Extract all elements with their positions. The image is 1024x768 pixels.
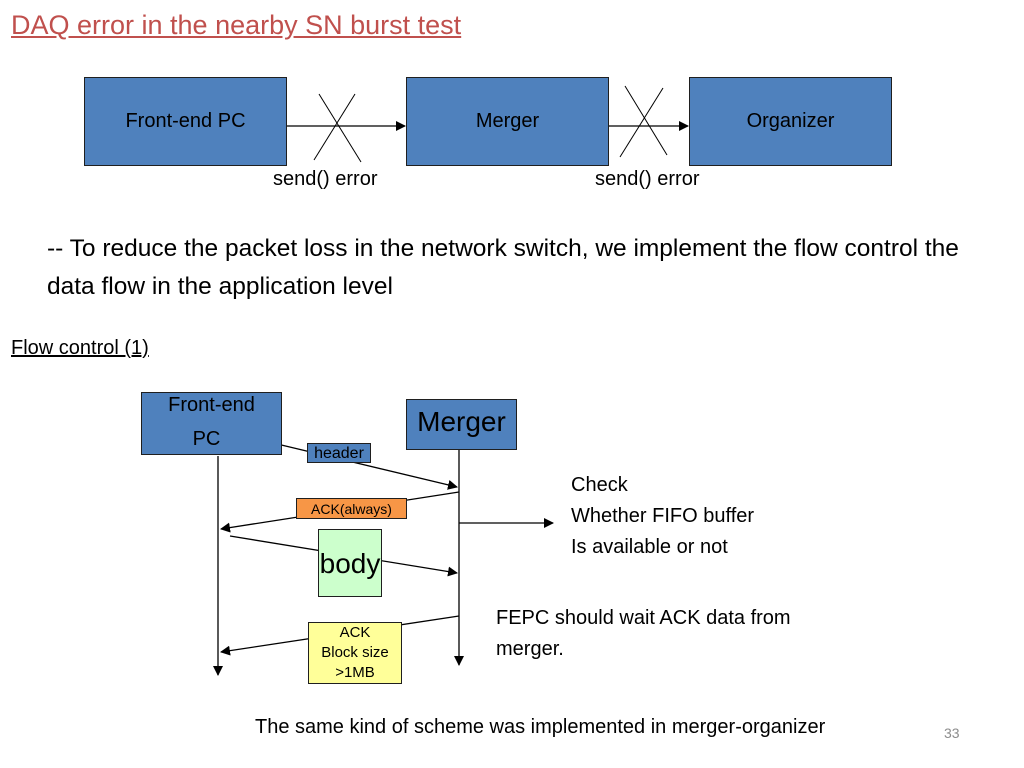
header-label: header bbox=[314, 445, 364, 462]
header-box: header bbox=[307, 443, 371, 463]
merger-seq-label: Merger bbox=[417, 406, 506, 437]
check-line-2: Whether FIFO buffer bbox=[571, 505, 755, 527]
ack-block-line3: >1MB bbox=[335, 664, 375, 681]
front-end-pc-label: Front-end PC bbox=[125, 110, 246, 132]
cross-mark-2a bbox=[624, 85, 668, 156]
slide-title: DAQ error in the nearby SN burst test bbox=[11, 10, 462, 40]
merger-label: Merger bbox=[475, 110, 540, 132]
organizer-box: Organizer bbox=[689, 77, 892, 166]
cross-mark-1b bbox=[313, 93, 356, 161]
ack-block-line2: Block size bbox=[321, 644, 389, 661]
check-line-1: Check bbox=[571, 474, 628, 496]
wait-line-1: FEPC should wait ACK data from bbox=[496, 607, 791, 629]
check-note: Check Whether FIFO buffer Is available o… bbox=[571, 470, 754, 563]
fepc-seq-box: Front-end PC bbox=[141, 392, 282, 455]
section-title: Flow control (1) bbox=[11, 337, 149, 359]
wait-line-2: merger. bbox=[496, 638, 564, 660]
body-label: body bbox=[319, 548, 381, 579]
wait-note: FEPC should wait ACK data from merger. bbox=[496, 603, 791, 665]
fepc-seq-label-line2: PC bbox=[192, 428, 221, 450]
fepc-seq-label-line1: Front-end bbox=[168, 394, 255, 416]
send-error-label-2: send() error bbox=[595, 168, 700, 190]
check-line-3: Is available or not bbox=[571, 536, 728, 558]
organizer-label: Organizer bbox=[746, 110, 835, 132]
footer-text: The same kind of scheme was implemented … bbox=[255, 716, 826, 738]
page-number: 33 bbox=[944, 725, 960, 741]
body-box: body bbox=[318, 529, 382, 597]
ack-always-label: ACK(always) bbox=[311, 501, 392, 517]
ack-always-box: ACK(always) bbox=[296, 498, 407, 519]
front-end-pc-box: Front-end PC bbox=[84, 77, 287, 166]
header-arrow bbox=[272, 442, 458, 490]
send-error-label-1: send() error bbox=[273, 168, 378, 190]
cross-mark-1a bbox=[318, 93, 362, 163]
merger-box: Merger bbox=[406, 77, 609, 166]
bullet-text: -- To reduce the packet loss in the netw… bbox=[47, 235, 959, 300]
merger-seq-box: Merger bbox=[406, 399, 517, 450]
cross-mark-2b bbox=[619, 87, 664, 158]
ack-block-box: ACK Block size >1MB bbox=[308, 622, 402, 684]
ack-block-line1: ACK bbox=[339, 624, 371, 641]
